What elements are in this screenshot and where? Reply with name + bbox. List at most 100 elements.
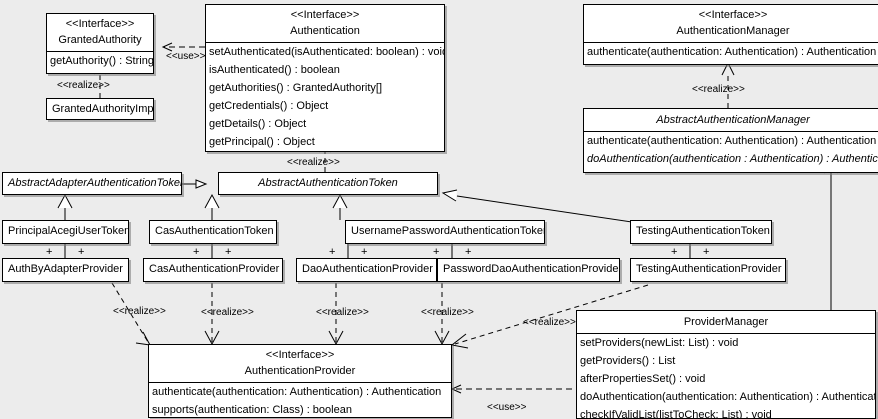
class-name: CasAuthenticationProvider [149,263,280,275]
class-header: UsernamePasswordAuthenticationToken [346,221,544,241]
class-authentication[interactable]: <<Interface>> Authentication setAuthenti… [205,4,445,152]
multiplicity-plus: + [46,246,53,258]
multiplicity-plus: + [193,246,200,258]
operation: authenticate(authentication: Authenticat… [152,386,442,398]
class-header: PrincipalAcegiUserToken [3,221,128,241]
operation: checkIfValidList(listToCheck: List) : vo… [580,409,772,419]
edge-label-use-authentication-grantedauthority: <<use>> [166,51,206,62]
operation: getDetails() : Object [209,118,307,130]
multiplicity-plus: + [329,246,336,258]
class-name: PrincipalAcegiUserToken [8,225,129,237]
operation: supports(authentication: Class) : boolea… [152,404,352,416]
class-granted-authority-impl[interactable]: GrantedAuthorityImpl [46,98,154,120]
class-header: PasswordDaoAuthenticationProvider [438,259,619,279]
operation: setProviders(newList: List) : void [580,337,739,349]
operation: getProviders() : List [580,355,676,367]
stereotype-label: <<Interface>> [698,9,768,21]
operations-compartment: authenticate(authentication: Authenticat… [584,131,878,168]
class-password-dao-authentication-provider[interactable]: PasswordDaoAuthenticationProvider [437,258,620,282]
multiplicity-plus: + [225,246,232,258]
multiplicity-plus: + [465,246,472,258]
operation: authenticate(authentication: Authenticat… [587,46,877,58]
class-granted-authority[interactable]: <<Interface>> GrantedAuthority getAuthor… [46,13,154,74]
class-cas-authentication-token[interactable]: CasAuthenticationToken [149,220,277,244]
class-name: AuthenticationProvider [244,365,356,377]
class-authentication-manager[interactable]: <<Interface>> AuthenticationManager auth… [583,4,878,65]
class-header: AbstractAuthenticationManager [584,109,878,131]
multiplicity-plus: + [78,246,85,258]
class-header: AbstractAdapterAuthenticationToken [3,173,181,193]
operation: doAuthentication(authentication: Authent… [580,391,876,403]
operation: authenticate(authentication: Authenticat… [587,135,877,147]
multiplicity-plus: + [671,246,678,258]
edge-label-realize-authbyadapterprovider: <<realize>> [113,306,166,317]
class-testing-authentication-provider[interactable]: TestingAuthenticationProvider [630,258,786,282]
operations-compartment: authenticate(authentication: Authenticat… [149,382,451,417]
operations-compartment: getAuthority() : String [47,51,153,70]
operation: isAuthenticated() : boolean [209,64,340,76]
operation: setAuthenticated(isAuthenticated: boolea… [209,46,445,58]
class-header: <<Interface>> AuthenticationManager [584,5,878,42]
class-header: <<Interface>> AuthenticationProvider [149,345,451,382]
edge-label-realize-abstractauthenticationtoken: <<realize>> [287,157,340,168]
operation: afterPropertiesSet() : void [580,373,706,385]
class-header: ProviderManager [577,311,875,333]
operation: getPrincipal() : Object [209,136,315,148]
operations-compartment: setProviders(newList: List) : void getPr… [577,333,876,419]
multiplicity-plus: + [361,246,368,258]
class-name: GrantedAuthority [58,34,142,46]
class-name: AbstractAdapterAuthenticationToken [8,177,182,189]
edge-label-realize-providermanager: <<realize>> [523,317,576,328]
stereotype-label: <<Interface>> [290,9,360,21]
class-provider-manager[interactable]: ProviderManager setProviders(newList: Li… [576,310,876,419]
class-auth-by-adapter-provider[interactable]: AuthByAdapterProvider [2,258,129,282]
edge-label-use-providermanager-authenticationprovider: <<use>> [487,402,527,413]
edge-label-realize-grantedauthorityimpl: <<realize>> [57,80,110,91]
class-name: GrantedAuthorityImpl [52,103,154,115]
class-header: DaoAuthenticationProvider [297,259,436,279]
class-abstract-authentication-token[interactable]: AbstractAuthenticationToken [218,172,438,195]
class-header: TestingAuthenticationProvider [631,259,785,279]
operations-compartment: setAuthenticated(isAuthenticated: boolea… [206,42,444,151]
edge-label-realize-passworddaoauthenticationprovider: <<realize>> [421,307,474,318]
class-name: AuthByAdapterProvider [8,263,123,275]
operation: doAuthentication(authentication : Authen… [587,153,878,165]
operation: getCredentials() : Object [209,100,329,112]
class-name: PasswordDaoAuthenticationProvider [443,263,620,275]
class-cas-authentication-provider[interactable]: CasAuthenticationProvider [143,258,283,282]
class-header: CasAuthenticationProvider [144,259,282,279]
class-header: AuthByAdapterProvider [3,259,128,279]
class-authentication-provider[interactable]: <<Interface>> AuthenticationProvider aut… [148,344,452,418]
class-dao-authentication-provider[interactable]: DaoAuthenticationProvider [296,258,437,282]
multiplicity-plus: + [703,246,710,258]
operation: getAuthority() : String [50,55,154,67]
class-principal-acegi-user-token[interactable]: PrincipalAcegiUserToken [2,220,129,244]
operations-compartment: authenticate(authentication: Authenticat… [584,42,878,61]
class-name: AuthenticationManager [676,25,790,37]
edge-label-realize-casauthenticationprovider: <<realize>> [201,307,254,318]
class-name: CasAuthenticationToken [155,225,274,237]
class-name: UsernamePasswordAuthenticationToken [351,225,545,237]
class-name: Authentication [290,25,360,37]
class-abstract-authentication-manager[interactable]: AbstractAuthenticationManager authentica… [583,108,878,173]
edge-label-realize-daoauthenticationprovider: <<realize>> [316,307,369,318]
multiplicity-plus: + [433,246,440,258]
class-header: <<Interface>> Authentication [206,5,444,42]
class-testing-authentication-token[interactable]: TestingAuthenticationToken [630,220,772,244]
edge-label-realize-abstractauthenticationmanager: <<realize>> [692,84,745,95]
class-name: ProviderManager [683,316,769,328]
class-header: AbstractAuthenticationToken [219,173,437,193]
stereotype-label: <<Interface>> [65,18,135,30]
class-name: TestingAuthenticationProvider [636,263,782,275]
class-header: <<Interface>> GrantedAuthority [47,14,153,51]
operation: getAuthorities() : GrantedAuthority[] [209,82,383,94]
class-name: DaoAuthenticationProvider [302,263,433,275]
stereotype-label: <<Interface>> [265,349,335,361]
class-name: TestingAuthenticationToken [636,225,770,237]
class-name: AbstractAuthenticationManager [656,114,810,126]
class-username-password-authentication-token[interactable]: UsernamePasswordAuthenticationToken [345,220,545,244]
class-header: CasAuthenticationToken [150,221,276,241]
class-header: TestingAuthenticationToken [631,221,771,241]
class-abstract-adapter-authentication-token[interactable]: AbstractAdapterAuthenticationToken [2,172,182,195]
